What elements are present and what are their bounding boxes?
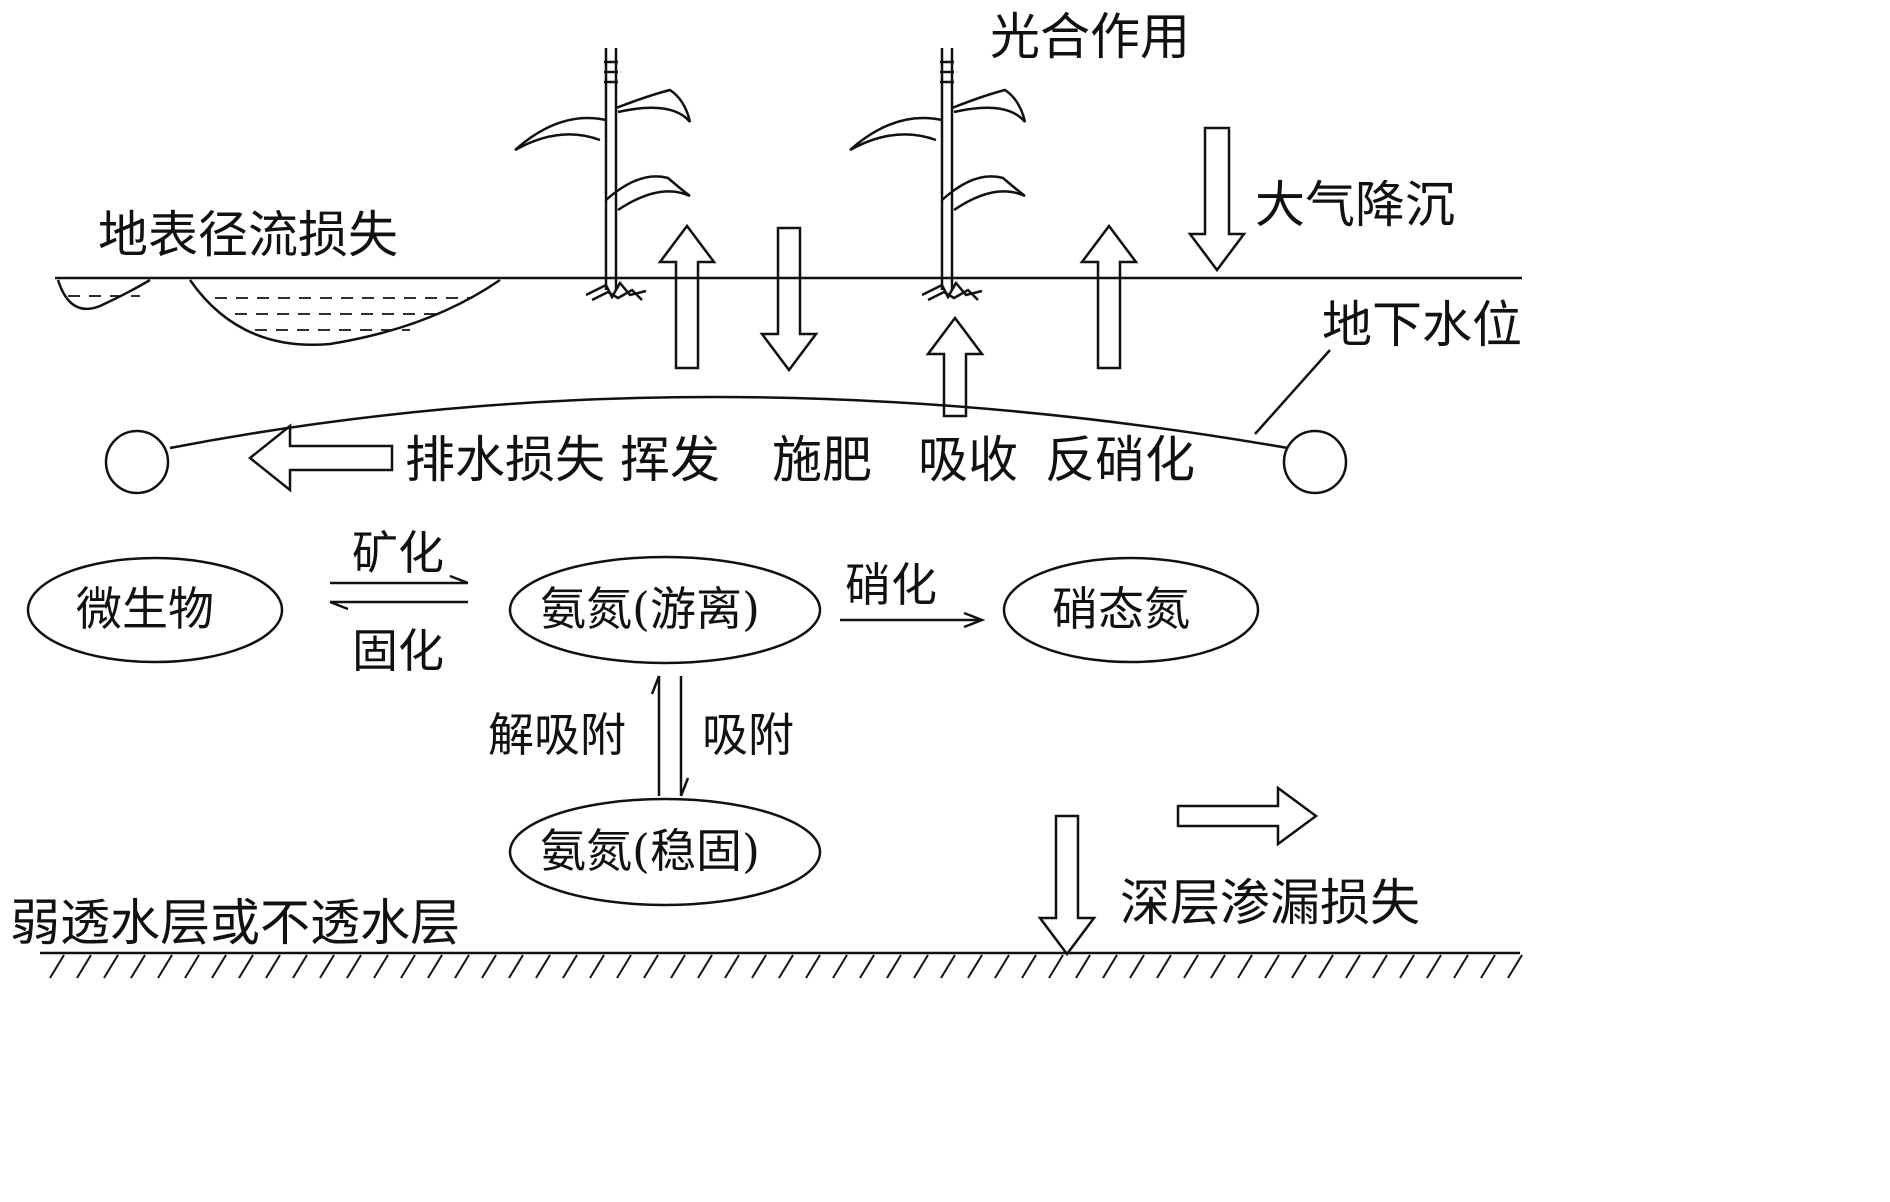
- adsorption-label: 吸附: [702, 708, 794, 762]
- drainage-loss-label: 排水损失: [405, 431, 605, 489]
- fertilization-label: 施肥: [772, 431, 872, 489]
- mineralization-label: 矿化: [352, 526, 444, 580]
- photosynthesis-label: 光合作用: [990, 8, 1190, 66]
- absorption-label: 吸收: [918, 431, 1018, 489]
- water-table-curve: [169, 395, 1289, 450]
- deep-percolation-side-arrow: [1176, 785, 1319, 847]
- node-microbes: [26, 556, 284, 664]
- surface-runoff-loss-label: 地表径流损失: [98, 206, 398, 264]
- denitrification-label: 反硝化: [1045, 431, 1195, 489]
- corn-plant-right: [849, 48, 1027, 302]
- nitrification-label: 硝化: [845, 558, 937, 612]
- adsorption-arrow: [679, 676, 690, 797]
- ammonium-free-node-label: 氨氮(游离): [540, 582, 760, 636]
- atmospheric-deposition-arrow: [1187, 126, 1247, 273]
- impermeable-layer-label: 弱透水层或不透水层: [10, 894, 460, 952]
- desorption-arrow: [650, 675, 661, 796]
- drainage-loss-arrow: [247, 423, 394, 493]
- atmospheric-deposition-label: 大气降沉: [1255, 176, 1455, 234]
- well-left: [104, 429, 170, 495]
- well-right: [1282, 429, 1348, 495]
- pond-water-dashes: [68, 295, 470, 331]
- deep-percolation-down-arrow: [1037, 814, 1097, 957]
- node-ammonium-fixed: [508, 797, 822, 907]
- volatilization-arrow: [657, 223, 717, 370]
- denitrification-arrow: [1079, 223, 1139, 370]
- ammonium-fixed-node-label: 氨氮(稳固): [540, 824, 760, 878]
- absorption-arrow: [925, 315, 985, 418]
- immobilization-arrow: [329, 600, 468, 611]
- groundwater-leader-line: [1254, 349, 1331, 435]
- desorption-label: 解吸附: [488, 708, 626, 762]
- deep-percolation-loss-label: 深层渗漏损失: [1120, 874, 1420, 932]
- nitrogen-cycle-diagram: [26, 48, 1523, 979]
- fertilization-arrow: [759, 226, 819, 373]
- runoff-pond-large: [188, 278, 501, 346]
- nitrate-node-label: 硝态氮: [1052, 582, 1190, 636]
- corn-plant-left: [514, 48, 692, 302]
- runoff-pond-small: [56, 278, 151, 311]
- immobilization-label: 固化: [352, 624, 444, 678]
- mineralization-arrow: [330, 574, 469, 585]
- impermeable-layer-hatching: [49, 954, 1523, 979]
- volatilization-label: 挥发: [620, 431, 720, 489]
- nitrification-arrow: [840, 611, 986, 629]
- microbes-node-label: 微生物: [76, 582, 214, 636]
- node-nitrate: [1002, 556, 1260, 664]
- node-ammonium-free: [508, 555, 822, 665]
- groundwater-level-label: 地下水位: [1322, 296, 1522, 354]
